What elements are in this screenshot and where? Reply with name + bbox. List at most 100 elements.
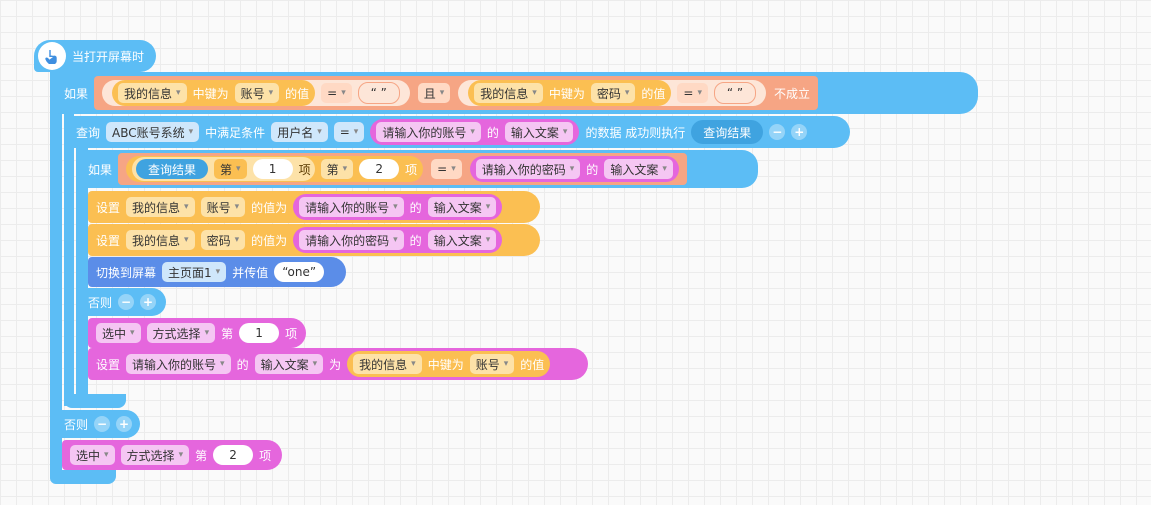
- list-item-get-inner[interactable]: 查询结果 第▾ 1 项: [132, 157, 315, 181]
- component-select[interactable]: 方式选择▾: [146, 323, 216, 343]
- chevron-down-icon: ▾: [236, 164, 241, 174]
- dict-select-1[interactable]: 我的信息▾: [118, 83, 187, 103]
- xiang-label: 项: [285, 326, 298, 341]
- property-select[interactable]: 输入文案▾: [604, 159, 673, 179]
- component-select[interactable]: 请输入你的账号▾: [126, 354, 231, 374]
- chevron-down-icon: ▾: [569, 164, 575, 174]
- chevron-down-icon: ▾: [184, 202, 189, 212]
- index-input[interactable]: 1: [239, 323, 280, 343]
- select-block-1[interactable]: 选中▾ 方式选择▾ 第 1 项: [88, 318, 306, 348]
- component-prop[interactable]: 请输入你的密码▾ 的 输入文案▾: [293, 227, 503, 253]
- key-select-1[interactable]: 账号▾: [234, 83, 280, 103]
- text-literal-2[interactable]: “ ”: [714, 82, 756, 104]
- index-input[interactable]: 2: [213, 445, 254, 465]
- chevron-down-icon: ▾: [485, 235, 491, 245]
- set-block-2[interactable]: 设置 我的信息▾ 密码▾ 的值为 请输入你的密码▾ 的 输入文案▾: [88, 224, 540, 256]
- chevron-down-icon: ▾: [130, 328, 135, 338]
- component-select[interactable]: 请输入你的账号▾: [376, 122, 481, 142]
- if-outer-bottom: [50, 470, 116, 484]
- chevron-down-icon: ▾: [104, 450, 109, 460]
- component-select[interactable]: 请输入你的密码▾: [299, 230, 404, 250]
- component-prop-inner[interactable]: 请输入你的密码▾ 的 输入文案▾: [469, 156, 679, 182]
- set-block-1[interactable]: 设置 我的信息▾ 账号▾ 的值为 请输入你的账号▾ 的 输入文案▾: [88, 191, 540, 223]
- compare-block-2[interactable]: 我的信息▾ 中键为 密码▾ 的值 =▾ “ ”: [458, 80, 766, 106]
- query-spine: [64, 114, 74, 406]
- index-label-2[interactable]: 第▾: [320, 159, 354, 179]
- property-select[interactable]: 输入文案▾: [254, 354, 324, 374]
- component-select[interactable]: 请输入你的密码▾: [475, 159, 581, 179]
- compare-block-1[interactable]: 我的信息▾ 中键为 账号▾ 的值 =▾ “ ”: [102, 80, 410, 106]
- query-operator-select[interactable]: =▾: [333, 122, 365, 142]
- component-select[interactable]: 方式选择▾: [120, 445, 190, 465]
- chevron-down-icon: ▾: [184, 235, 189, 245]
- set-keyword: 设置: [96, 357, 121, 372]
- field-select[interactable]: 用户名▾: [271, 122, 328, 142]
- inner-result-variable[interactable]: 查询结果: [136, 159, 209, 179]
- operator-select-1[interactable]: =▾: [321, 83, 352, 103]
- index-2[interactable]: 2: [359, 159, 400, 179]
- index-1[interactable]: 1: [252, 159, 293, 179]
- component-prop[interactable]: 请输入你的账号▾ 的 输入文案▾: [293, 194, 503, 220]
- chevron-down-icon: ▾: [312, 359, 318, 369]
- chevron-down-icon: ▾: [341, 88, 346, 98]
- else-inner-row[interactable]: 否则 − +: [80, 288, 166, 316]
- query-result-variable[interactable]: 查询结果: [691, 120, 764, 144]
- key-select[interactable]: 账号▾: [469, 354, 515, 374]
- select-block-2[interactable]: 选中▾ 方式选择▾ 第 2 项: [62, 440, 282, 470]
- dict-select[interactable]: 我的信息▾: [126, 230, 195, 250]
- query-row[interactable]: 查询 ABC账号系统▾ 中满足条件 用户名▾ =▾ 请输入你的账号▾ 的 输入文…: [68, 116, 850, 148]
- minus-icon[interactable]: −: [118, 294, 135, 310]
- select-action[interactable]: 选中▾: [96, 323, 141, 343]
- dict-get-1[interactable]: 我的信息▾ 中键为 账号▾ 的值: [112, 80, 316, 106]
- plus-icon[interactable]: +: [140, 294, 157, 310]
- plus-icon[interactable]: +: [116, 416, 133, 432]
- text-literal-1[interactable]: “ ”: [357, 82, 400, 104]
- screen-select[interactable]: 主页面1▾: [162, 262, 227, 282]
- di-label: 第: [195, 448, 208, 463]
- plus-icon[interactable]: +: [791, 124, 808, 140]
- index-label-1[interactable]: 第▾: [214, 159, 247, 179]
- key-select[interactable]: 密码▾: [200, 230, 246, 250]
- inner-compare[interactable]: 查询结果 第▾ 1 项 第▾ 2 项 =▾ 请输入你的密码▾ 的 输入文案▾: [118, 153, 687, 185]
- dict-get-3[interactable]: 我的信息▾ 中键为 账号▾ 的值: [347, 351, 551, 377]
- else-outer-row[interactable]: 否则 − +: [56, 410, 140, 438]
- key-select[interactable]: 账号▾: [200, 197, 246, 217]
- dict-select[interactable]: 我的信息▾: [126, 197, 195, 217]
- minus-icon[interactable]: −: [94, 416, 111, 432]
- event-block[interactable]: 当打开屏幕时: [34, 40, 156, 72]
- dict-select-2[interactable]: 我的信息▾: [474, 83, 543, 103]
- key-select-2[interactable]: 密码▾: [590, 83, 636, 103]
- chevron-down-icon: ▾: [470, 127, 475, 137]
- switch-label: 切换到屏幕: [96, 265, 157, 280]
- chevron-down-icon: ▾: [697, 88, 702, 98]
- if-outer-row[interactable]: 如果 我的信息▾ 中键为 账号▾ 的值 =▾ “ ” 且▾ 我的信息▾ 中键为 …: [56, 72, 978, 114]
- switch-screen-block[interactable]: 切换到屏幕 主页面1▾ 并传值 “one”: [88, 257, 346, 287]
- if-inner-spine: [76, 148, 88, 394]
- property-select[interactable]: 输入文案▾: [427, 197, 497, 217]
- property-select[interactable]: 输入文案▾: [427, 230, 497, 250]
- list-item-get-outer[interactable]: 查询结果 第▾ 1 项 第▾ 2 项: [126, 156, 424, 182]
- pass-value-input[interactable]: “one”: [274, 262, 325, 282]
- table-select[interactable]: ABC账号系统▾: [106, 122, 200, 142]
- if-inner-row[interactable]: 如果 查询结果 第▾ 1 项 第▾ 2 项 =▾ 请输入你的密码▾ 的 输入文案…: [80, 150, 758, 188]
- chevron-down-icon: ▾: [485, 202, 491, 212]
- dict-select[interactable]: 我的信息▾: [353, 354, 422, 374]
- and-select[interactable]: 且▾: [417, 83, 451, 103]
- inner-operator-select[interactable]: =▾: [431, 159, 462, 179]
- of-label: 的: [486, 125, 499, 140]
- component-select[interactable]: 请输入你的账号▾: [299, 197, 404, 217]
- operator-select-2[interactable]: =▾: [677, 83, 708, 103]
- dict-get-2[interactable]: 我的信息▾ 中键为 密码▾ 的值: [468, 80, 672, 106]
- of-label: 的: [409, 233, 422, 248]
- else-label: 否则: [64, 417, 89, 432]
- component-prop-query[interactable]: 请输入你的账号▾ 的 输入文案▾: [370, 119, 580, 145]
- xiang-label: 项: [259, 448, 272, 463]
- chevron-down-icon: ▾: [268, 88, 274, 98]
- property-select[interactable]: 输入文案▾: [504, 122, 574, 142]
- chevron-down-icon: ▾: [234, 235, 240, 245]
- minus-icon[interactable]: −: [769, 124, 786, 140]
- hand-pointer-icon: [38, 42, 66, 70]
- and-condition[interactable]: 我的信息▾ 中键为 账号▾ 的值 =▾ “ ” 且▾ 我的信息▾ 中键为 密码▾…: [94, 76, 819, 110]
- select-action[interactable]: 选中▾: [70, 445, 115, 465]
- set-block-3[interactable]: 设置 请输入你的账号▾ 的 输入文案▾ 为 我的信息▾ 中键为 账号▾ 的值: [88, 348, 588, 380]
